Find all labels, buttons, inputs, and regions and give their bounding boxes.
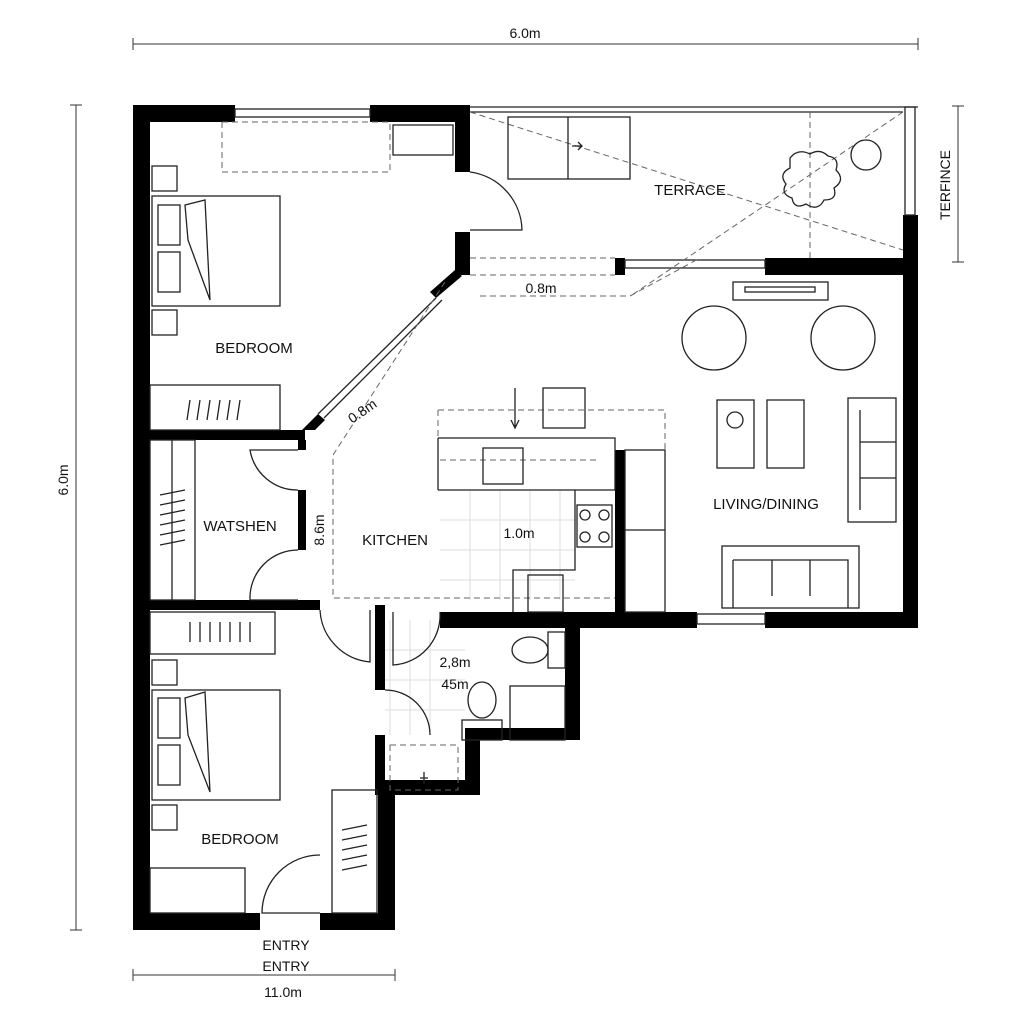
toilet-icon [467,681,497,719]
dim-bath-2: 45m [441,676,468,692]
dimension-terrace-side: TERFINCE [937,105,964,263]
armchair-icon [681,305,747,371]
entry-label-1: ENTRY [262,937,310,953]
dim-bath-1: 2,8m [439,654,470,670]
living-furniture [681,281,897,609]
sink-icon [482,447,524,485]
plant-icon [782,150,842,208]
bedroom-top-furniture [149,124,454,431]
room-label-bedroom-bottom: BEDROOM [201,831,279,848]
dim-terrace-side-label: TERFINCE [937,150,953,220]
plant-icon [850,139,882,171]
toilet-icon [511,636,549,664]
dim-diagonal: 0.8m [345,395,380,426]
dim-terrace-width: 0.8m [525,280,556,296]
room-label-terrace: TERRACE [654,182,726,199]
shower-icon [509,685,566,741]
dim-left-label: 6.0m [55,464,71,495]
dim-hall: 8.6m [311,514,327,545]
stove-icon [576,504,613,548]
walls [133,105,918,930]
entry-label-2: ENTRY [262,958,310,974]
dashed-guides [221,111,904,791]
labels: BEDROOM TERRACE 0.8m 0.8m WATSHEN 8.6m K… [201,182,819,974]
bathroom-fixtures [420,631,566,784]
room-label-watshen: WATSHEN [203,518,276,535]
closet-furniture [149,439,196,601]
room-label-living: LIVING/DINING [713,496,819,513]
dim-bottom-label: 11.0m [264,984,302,1000]
bedroom-bottom-furniture [149,611,378,914]
sofa-icon [721,545,860,609]
room-label-bedroom-top: BEDROOM [215,340,293,357]
doors[interactable] [249,171,523,914]
windows [234,106,918,625]
dim-kitchen-counter: 1.0m [503,525,534,541]
armchair-icon [810,305,876,371]
sofa-icon [847,397,897,523]
dim-top-label: 6.0m [509,25,540,41]
kitchen-furniture [437,387,666,613]
terrace-furniture [507,116,882,208]
dimension-bottom: 11.0m [132,969,396,1000]
dimension-left: 6.0m [55,104,82,931]
dimension-top: 6.0m [132,25,919,50]
room-label-kitchen: KITCHEN [362,532,428,549]
